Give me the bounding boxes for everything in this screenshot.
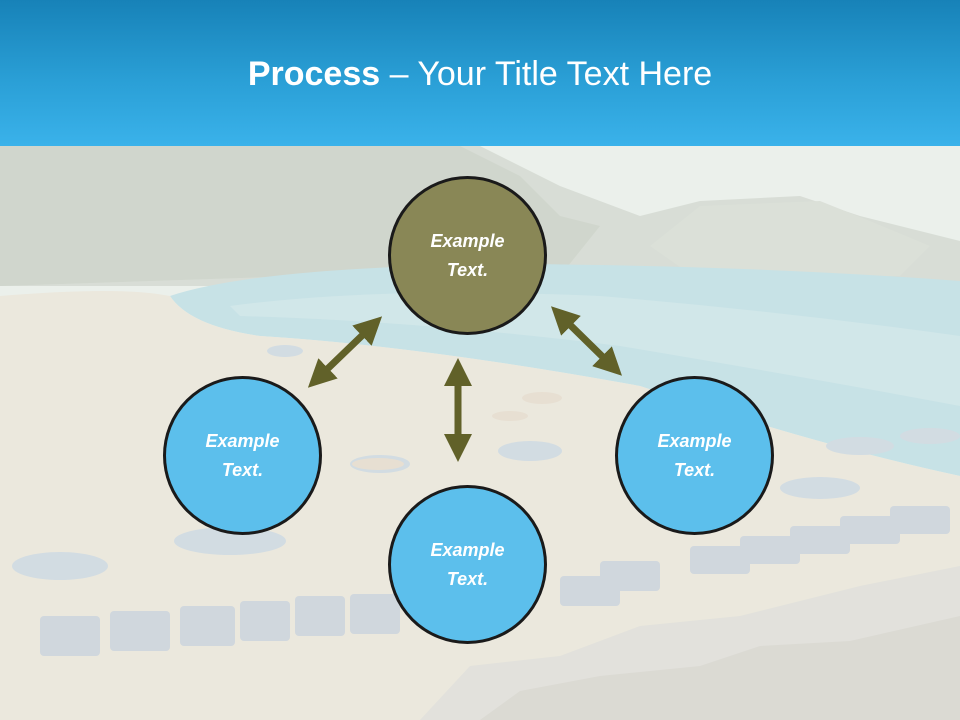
arrow-top-left <box>307 316 383 388</box>
title-bar: Process – Your Title Text Here <box>0 0 960 146</box>
title-bold-part: Process <box>247 55 381 93</box>
title-rest-part: – Your Title Text Here <box>380 55 713 93</box>
node-bottom-line2: Text. <box>446 568 489 589</box>
arrow-top-right <box>551 306 622 376</box>
node-top-line1: Example <box>430 230 505 251</box>
node-left-line1: Example <box>205 430 280 451</box>
node-bottom-line1: Example <box>430 539 505 560</box>
slide-title: Process – Your Title Text Here <box>0 52 960 96</box>
node-left-line2: Text. <box>221 459 264 480</box>
node-right-line2: Text. <box>673 459 716 480</box>
node-top-line2: Text. <box>446 259 489 280</box>
node-right-line1: Example <box>657 430 732 451</box>
